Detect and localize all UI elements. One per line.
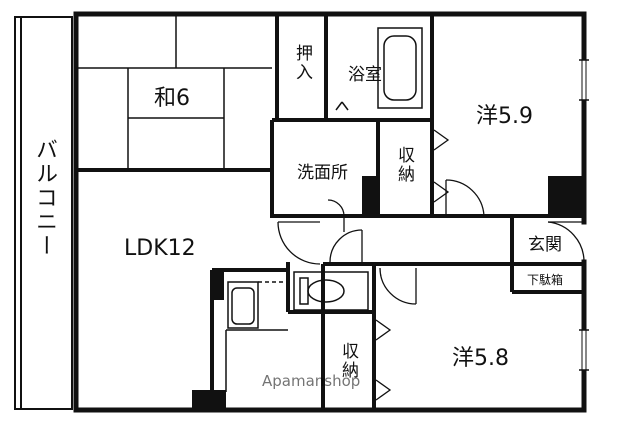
room-label-oshiire: 押入	[292, 44, 312, 82]
balcony-outline	[14, 16, 73, 410]
room-label-washroom: 洗面所	[297, 163, 348, 183]
window-ticks	[579, 59, 589, 371]
room-label-balcony: バルコニー	[32, 138, 57, 258]
bathtub	[335, 27, 423, 111]
toilet	[293, 271, 369, 311]
room-label-washitsu: 和6	[154, 86, 190, 111]
room-label-ldk: LDK12	[124, 236, 196, 261]
room-label-storage-bottom: 収納	[338, 342, 358, 380]
watermark-text: Apamanshop	[262, 372, 361, 390]
room-label-bath: 浴室	[348, 65, 382, 85]
door-swings	[277, 179, 585, 305]
unit-bath	[225, 281, 288, 392]
room-label-storage-top: 収納	[394, 146, 414, 184]
room-label-shoe-box: 下駄箱	[527, 273, 564, 287]
room-label-youshitsu-bottom: 洋5.8	[452, 346, 509, 371]
tatami-grid	[76, 14, 272, 170]
room-label-youshitsu-top: 洋5.9	[476, 104, 533, 129]
closet-doors	[375, 129, 450, 401]
room-label-entrance: 玄関	[528, 235, 562, 255]
structural-columns	[192, 176, 582, 410]
